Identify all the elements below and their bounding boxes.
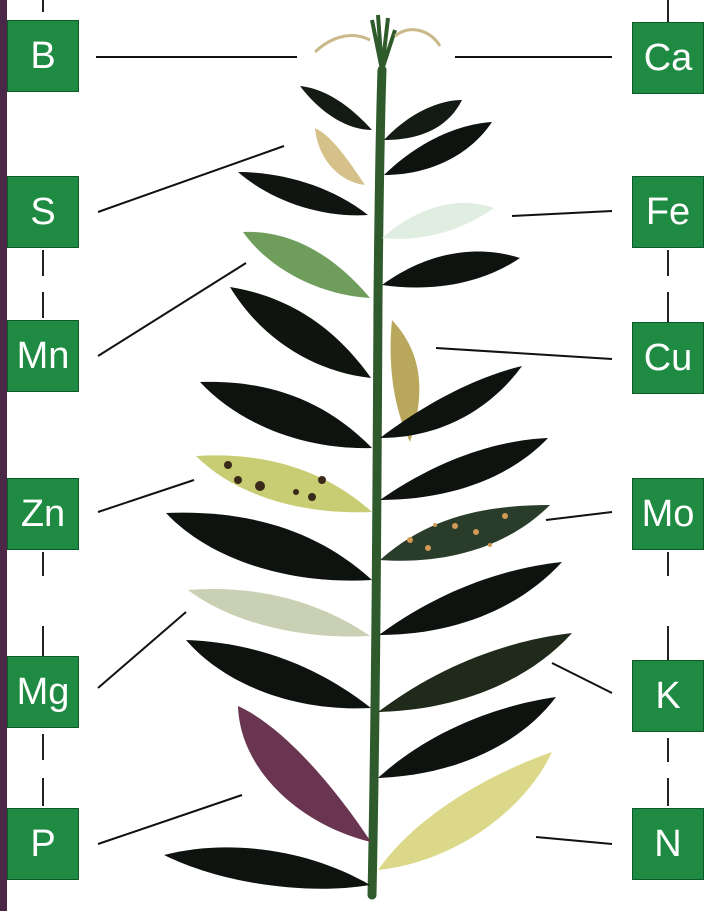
leaf: [186, 640, 371, 708]
label-mo: Mo: [632, 478, 704, 550]
leaf-iron: [382, 203, 494, 239]
label-n: N: [632, 808, 704, 880]
label-p: P: [7, 808, 79, 880]
plant-bud: [372, 15, 395, 70]
leaf-magnesium: [188, 589, 370, 637]
leaf: [166, 513, 372, 581]
label-s: S: [7, 176, 79, 248]
leaf: [200, 382, 372, 448]
right-leaves: [378, 100, 572, 870]
leaf: [230, 287, 371, 378]
plant-stem: [372, 70, 382, 895]
left-leaves: [164, 86, 372, 889]
label-zn: Zn: [7, 478, 79, 550]
label-mn: Mn: [7, 320, 79, 392]
leaf-phosphorus: [238, 706, 371, 842]
leaf-zinc: [196, 455, 372, 512]
label-cu: Cu: [632, 322, 704, 394]
leaf-molybdenum: [380, 505, 550, 561]
leaf: [380, 438, 548, 500]
label-fe: Fe: [632, 176, 704, 248]
leaf-manganese: [243, 232, 370, 298]
leaf: [300, 86, 372, 130]
label-ca: Ca: [632, 22, 704, 94]
leaf: [164, 847, 370, 888]
leaf: [379, 562, 562, 635]
leaf: [382, 251, 520, 287]
label-b: B: [7, 20, 79, 92]
label-k: K: [632, 660, 704, 732]
label-mg: Mg: [7, 656, 79, 728]
leaf-sulfur: [315, 128, 365, 185]
